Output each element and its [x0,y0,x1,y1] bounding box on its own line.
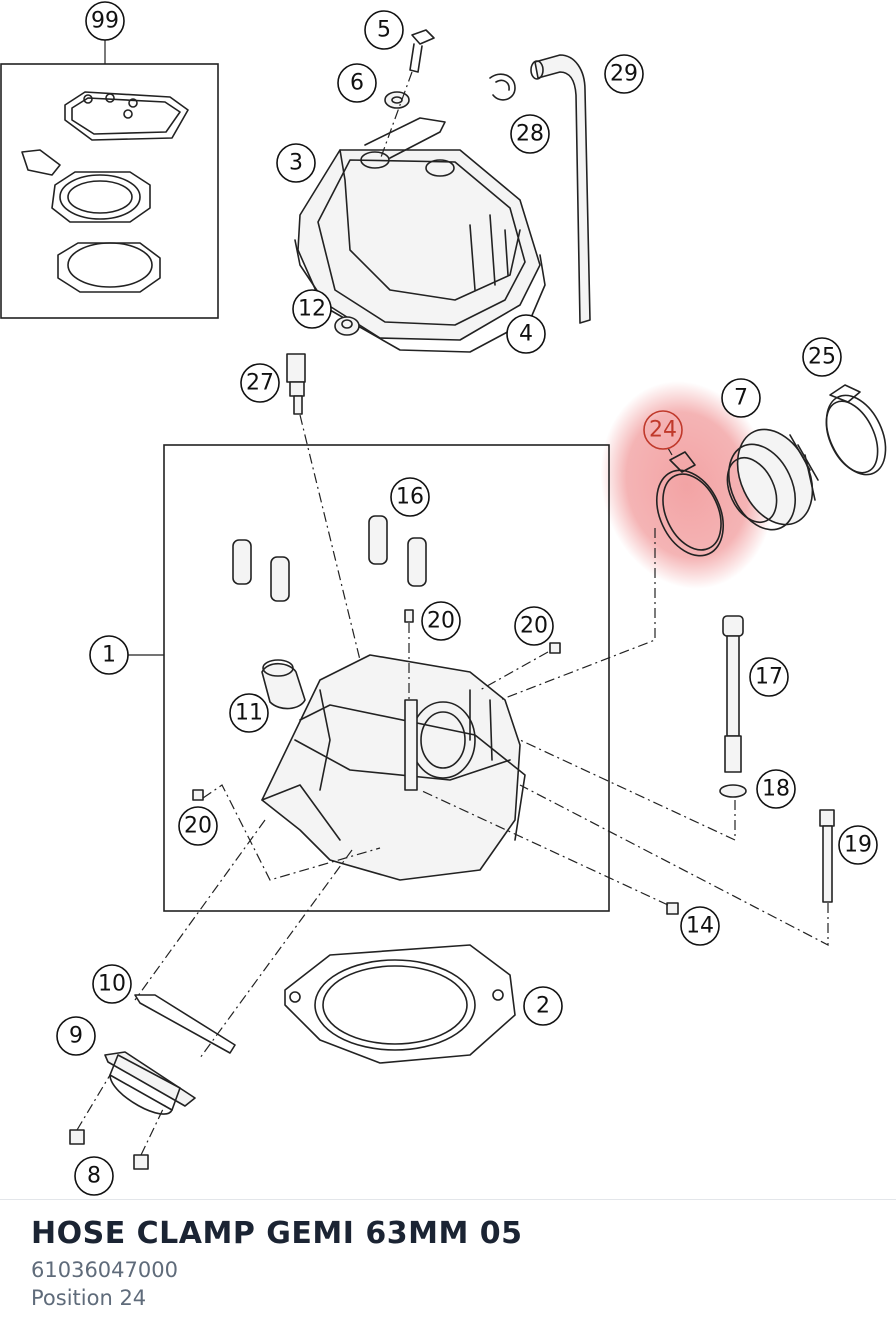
info-divider [0,1199,896,1200]
callout-20-left[interactable]: 20 [178,806,218,846]
callout-18[interactable]: 18 [756,769,796,809]
svg-text:9: 9 [69,1024,83,1049]
svg-text:20: 20 [184,814,212,839]
part-title: HOSE CLAMP GEMI 63MM 05 [31,1216,523,1251]
callout-27[interactable]: 27 [240,363,280,403]
svg-text:11: 11 [235,701,263,726]
callout-9[interactable]: 9 [56,1016,96,1056]
head-bolts [419,615,835,946]
callout-14[interactable]: 14 [680,906,720,946]
cover-bolt-and-seal [379,29,435,161]
callout-20-top[interactable]: 20 [421,601,461,641]
intake-flange-and-gasket [69,819,353,1170]
callout-99[interactable]: 99 [85,1,125,41]
callout-24[interactable]: 24 [643,410,683,450]
svg-text:24: 24 [649,418,677,443]
svg-text:18: 18 [762,777,790,802]
callout-11[interactable]: 11 [229,693,269,733]
nut-12 [334,316,360,336]
callout-3[interactable]: 3 [276,143,316,183]
svg-text:3: 3 [289,151,303,176]
callout-12[interactable]: 12 [292,289,332,329]
callout-8[interactable]: 8 [74,1156,114,1196]
callout-16[interactable]: 16 [390,477,430,517]
svg-text:14: 14 [686,914,714,939]
svg-text:20: 20 [427,609,455,634]
head-gasket [284,944,516,1064]
callout-5[interactable]: 5 [364,10,404,50]
svg-text:20: 20 [520,614,548,639]
callout-10[interactable]: 10 [92,964,132,1004]
callout-17[interactable]: 17 [749,657,789,697]
callout-20-right[interactable]: 20 [514,606,554,646]
svg-text:5: 5 [377,18,391,43]
callout-2[interactable]: 2 [523,986,563,1026]
svg-text:1: 1 [102,643,116,668]
cylinder-head-group [128,444,656,912]
breather-hose [489,54,591,324]
callout-6[interactable]: 6 [337,63,377,103]
gasket-kit-99 [0,40,219,319]
svg-text:12: 12 [298,297,326,322]
callout-7[interactable]: 7 [721,378,761,418]
svg-text:10: 10 [98,972,126,997]
svg-text:16: 16 [396,485,424,510]
svg-text:17: 17 [755,665,783,690]
part-number: 61036047000 [31,1258,178,1282]
callout-4[interactable]: 4 [506,314,546,354]
svg-text:7: 7 [734,386,748,411]
svg-text:2: 2 [536,994,550,1019]
svg-text:29: 29 [610,62,638,87]
valve-cover [294,117,546,353]
svg-text:28: 28 [516,122,544,147]
svg-text:27: 27 [246,371,274,396]
svg-text:19: 19 [844,833,872,858]
clamp-25 [825,384,887,476]
intake-flange [726,428,819,531]
temperature-sensor [286,353,361,661]
svg-text:6: 6 [350,71,364,96]
svg-text:25: 25 [808,345,836,370]
svg-text:99: 99 [91,9,119,34]
callout-25[interactable]: 25 [802,337,842,377]
exploded-parts-diagram: 99 5 6 3 29 28 12 4 27 25 7 24 16 1 20 2… [0,1,887,1196]
part-position: Position 24 [31,1286,147,1310]
hose-clamp-24 [656,447,724,557]
callout-1[interactable]: 1 [89,635,129,675]
part-info-panel: HOSE CLAMP GEMI 63MM 05 61036047000 Posi… [31,1212,871,1312]
svg-text:4: 4 [519,322,533,347]
svg-text:8: 8 [87,1164,101,1189]
callout-28[interactable]: 28 [510,114,550,154]
callout-29[interactable]: 29 [604,54,644,94]
callout-19[interactable]: 19 [838,825,878,865]
